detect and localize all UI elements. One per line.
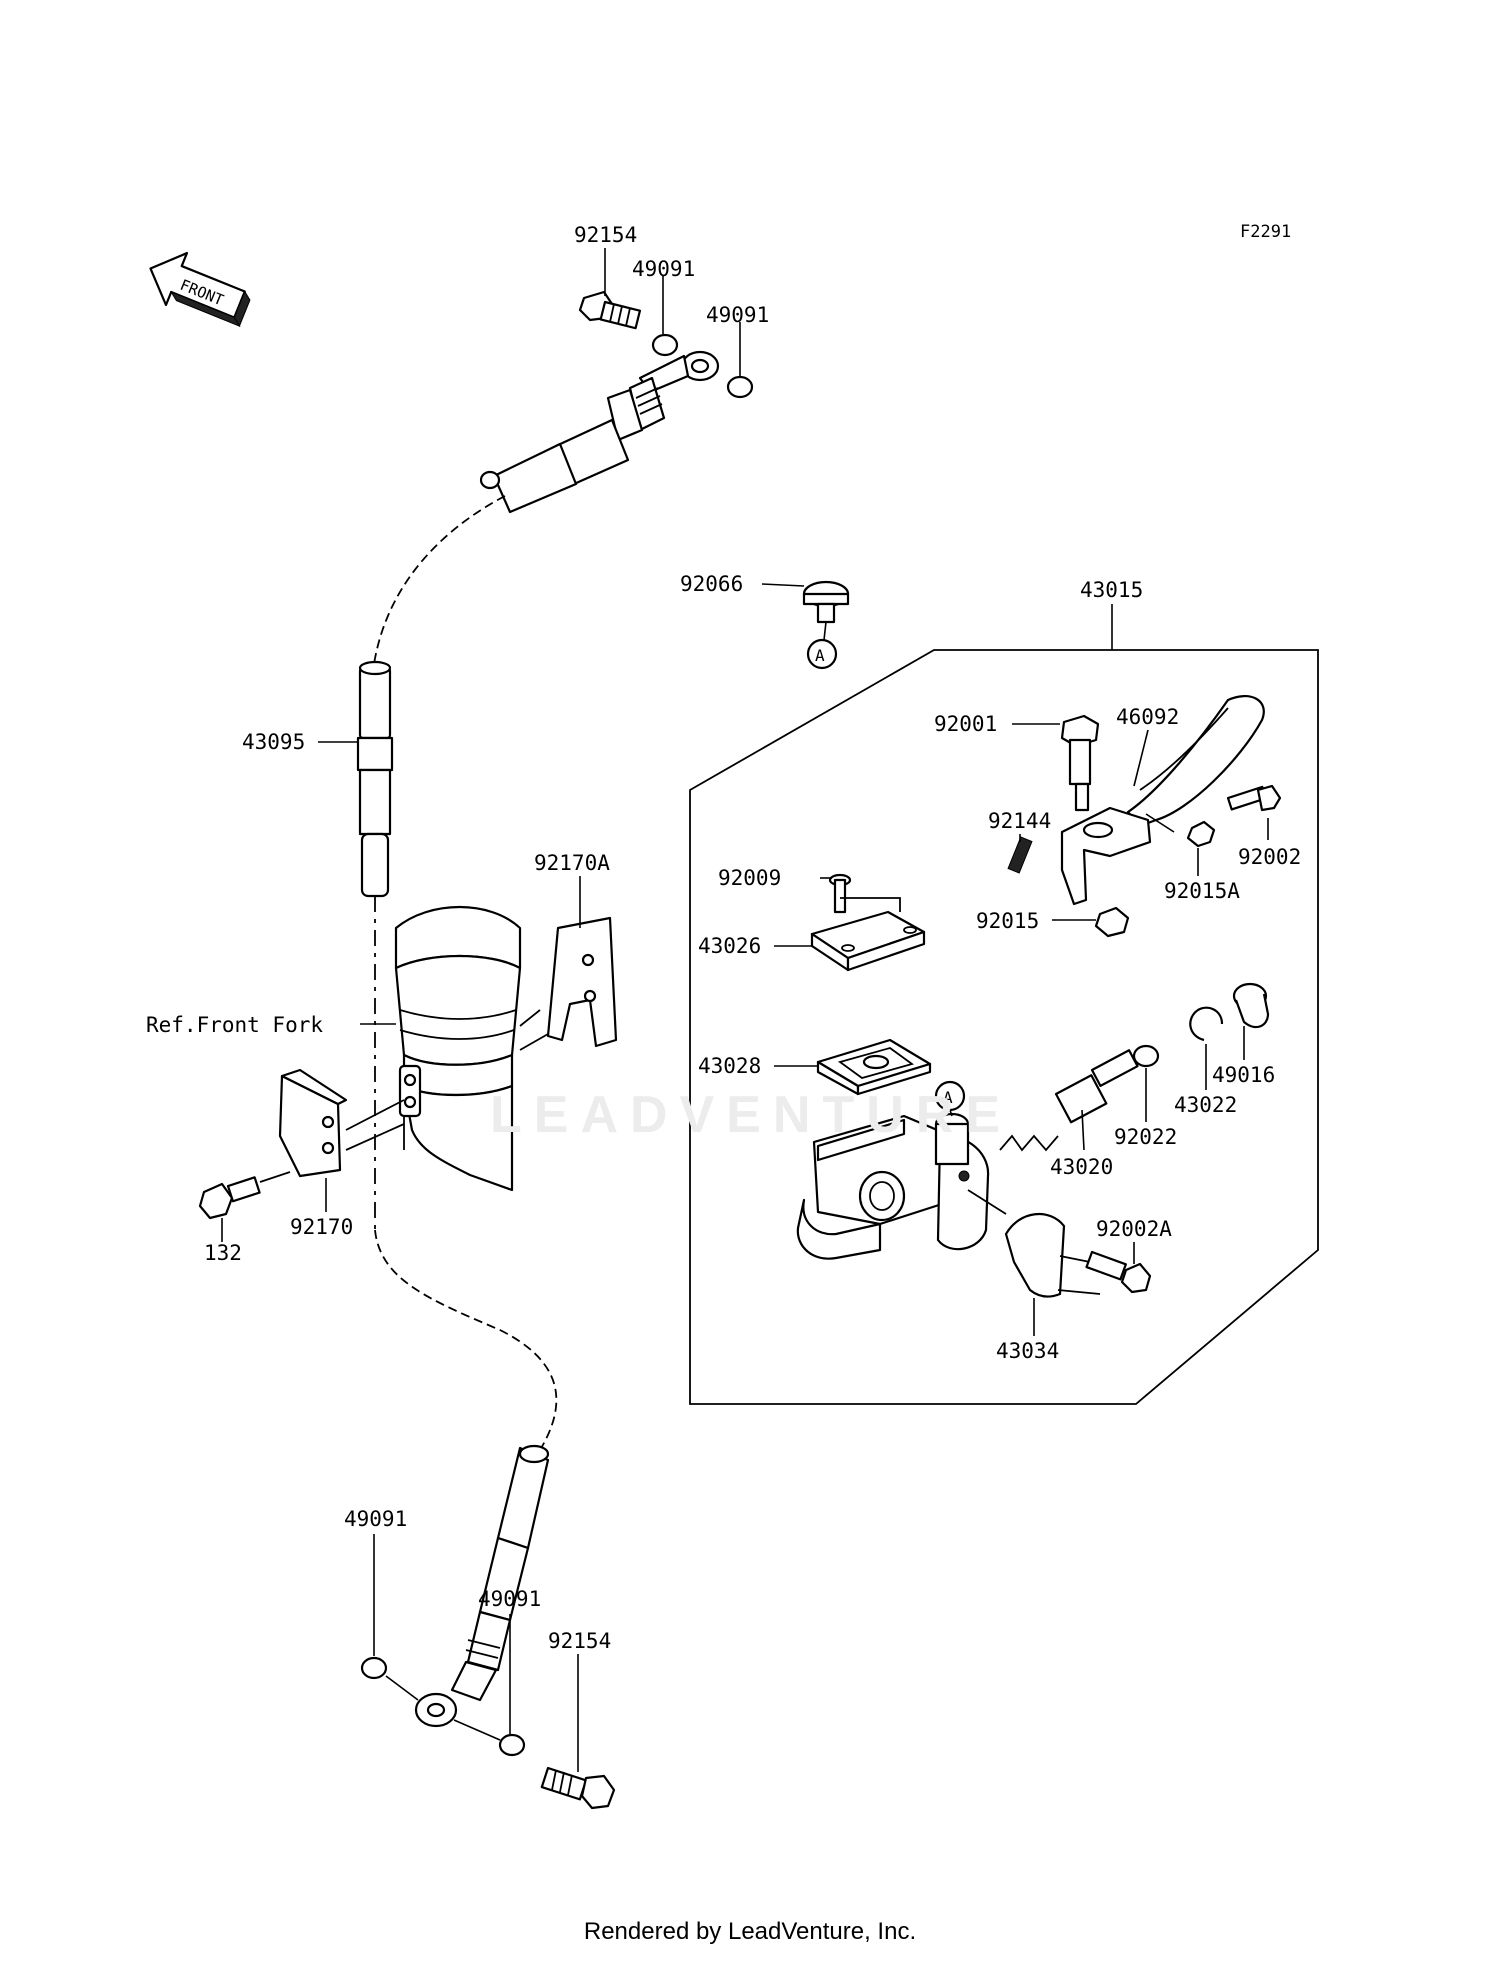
label-92002A: 92002A (1096, 1217, 1172, 1241)
brake-hose-upper-fitting (479, 350, 720, 514)
brake-lever-46092 (1060, 695, 1265, 906)
label-43028: 43028 (698, 1054, 761, 1078)
diaphragm-43028 (816, 1038, 932, 1096)
label-92066: 92066 (680, 572, 743, 596)
holder-43034 (967, 1189, 1101, 1298)
bolt-132 (198, 1171, 291, 1220)
label-43095: 43095 (242, 730, 305, 754)
label-43022: 43022 (1174, 1093, 1237, 1117)
screw-92009 (828, 873, 852, 914)
washer-bottom-a (360, 1656, 388, 1680)
assembly-frame-43015 (689, 649, 1319, 1405)
washer-92022 (1132, 1044, 1160, 1068)
washer-bottom-b (498, 1733, 526, 1757)
figure-code: F2291 (1240, 222, 1292, 242)
dust-boot-49016 (1232, 982, 1270, 1029)
label-49091-d: 49091 (478, 1587, 541, 1611)
label-92154-top: 92154 (574, 223, 637, 247)
label-49091-b: 49091 (706, 303, 769, 327)
svg-text:A: A (815, 646, 825, 665)
brake-hose-lower-fitting (414, 1444, 550, 1728)
bolt-92002A (1085, 1250, 1152, 1294)
label-43034: 43034 (996, 1339, 1059, 1363)
washer-top-b (726, 375, 754, 399)
label-49091-a: 49091 (632, 257, 695, 281)
screw-92002 (1226, 784, 1282, 812)
label-92015: 92015 (976, 909, 1039, 933)
label-92154-bot: 92154 (548, 1629, 611, 1653)
reservoir-cap-92066 (802, 580, 850, 624)
washer-top-a (651, 333, 679, 357)
front-fork (394, 906, 522, 1192)
label-92144: 92144 (988, 809, 1051, 833)
spring-92144 (1007, 836, 1033, 874)
hose-clamp-92170A (519, 916, 618, 1051)
footer-credit: Rendered by LeadVenture, Inc. (583, 1918, 917, 1945)
hose-clamp-92170 (278, 1068, 405, 1178)
watermark: LEADVENTURE (490, 1086, 1013, 1144)
master-cylinder-body (796, 1112, 990, 1260)
label-92170: 92170 (290, 1215, 353, 1239)
label-49091-c: 49091 (344, 1507, 407, 1531)
label-132: 132 (204, 1241, 242, 1265)
label-92009: 92009 (718, 866, 781, 890)
nut-92015 (1094, 906, 1130, 938)
nut-92015A (1186, 820, 1216, 848)
label-ref-front-fork: Ref.Front Fork (146, 1013, 323, 1037)
label-92022: 92022 (1114, 1125, 1177, 1149)
front-arrow-icon: FRONT (149, 251, 251, 328)
marker-a-top (806, 638, 838, 670)
svg-text:A: A (943, 1088, 953, 1107)
label-92015A: 92015A (1164, 879, 1240, 903)
pivot-bolt-92001 (1060, 714, 1100, 812)
circlip-43022 (1189, 1006, 1224, 1042)
brake-hose-middle (356, 660, 394, 898)
fork-clamp-boss (398, 1064, 422, 1118)
banjo-bolt-bottom (540, 1766, 616, 1810)
label-46092: 46092 (1116, 705, 1179, 729)
label-92001: 92001 (934, 712, 997, 736)
label-49016: 49016 (1212, 1063, 1275, 1087)
piston-assembly-43020 (999, 1049, 1139, 1152)
label-92170A: 92170A (534, 851, 610, 875)
label-43020: 43020 (1050, 1155, 1113, 1179)
label-43026: 43026 (698, 934, 761, 958)
label-43015: 43015 (1080, 578, 1143, 602)
banjo-bolt-top (578, 290, 642, 330)
label-92002: 92002 (1238, 845, 1301, 869)
reservoir-cover-43026 (810, 897, 926, 972)
